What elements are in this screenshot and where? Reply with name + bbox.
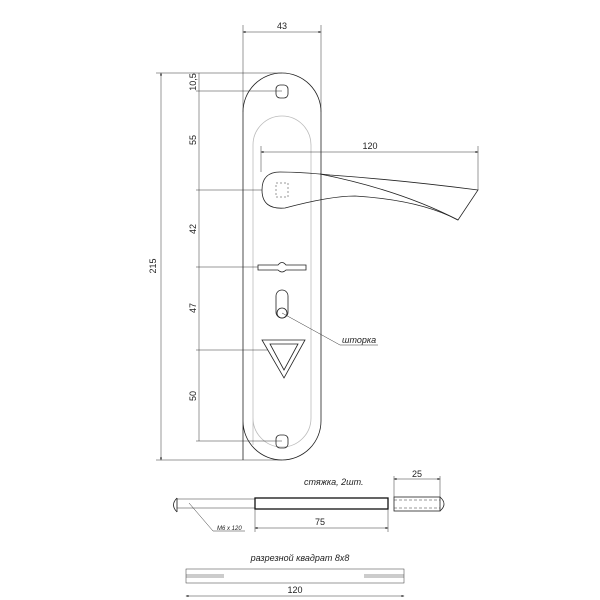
dim-sleeve-length: 25: [412, 469, 422, 479]
dim-square-length: 120: [287, 585, 302, 595]
chain-dimensions: [196, 73, 282, 442]
dim-plate-width: 43: [277, 21, 287, 31]
backplate-inner-outline: [252, 115, 312, 448]
bottom-screw-hole: [275, 434, 289, 449]
dim-rod-length: 75: [315, 517, 325, 527]
keyhole-slot: [275, 289, 289, 319]
turn-knob: [261, 339, 306, 379]
dim-handle-to-slot: 42: [188, 224, 198, 234]
screw-shaft: [176, 498, 256, 509]
shutter-label: шторка: [342, 335, 376, 345]
backplate: [242, 72, 322, 461]
square-label: разрезной квадрат 8x8: [250, 553, 350, 563]
tie-label: стяжка, 2шт.: [304, 477, 364, 487]
dim-hole-to-handle: 55: [188, 135, 198, 145]
lever-edge: [319, 173, 459, 221]
dim-top-to-hole: 10,5: [188, 73, 198, 91]
sleeve-nut: [393, 496, 441, 512]
dim-lock-to-hole: 50: [188, 391, 198, 401]
privacy-slot: [257, 262, 307, 273]
screw-label: M6 x 120: [217, 526, 242, 532]
shutter-pin: [276, 307, 288, 319]
top-screw-hole: [275, 84, 289, 99]
dim-handle-length: 120: [362, 141, 377, 151]
tie-rod: [254, 497, 389, 510]
screw-head: [173, 497, 178, 513]
lever-handle: [261, 171, 479, 221]
dim-total-height: 215: [148, 258, 158, 273]
split-square-spindle: [185, 568, 405, 584]
dim-slot-to-lock: 47: [188, 303, 198, 313]
spindle-hole: [275, 182, 289, 198]
